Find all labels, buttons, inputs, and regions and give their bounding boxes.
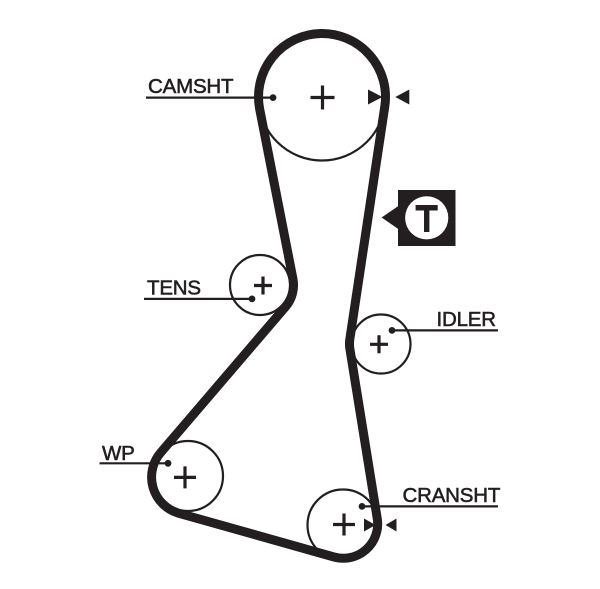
svg-text:CAMSHT: CAMSHT	[148, 75, 234, 98]
svg-text:WP: WP	[102, 442, 135, 465]
svg-text:TENS: TENS	[147, 276, 201, 299]
svg-text:CRANSHT: CRANSHT	[403, 484, 501, 507]
svg-text:IDLER: IDLER	[437, 308, 496, 331]
